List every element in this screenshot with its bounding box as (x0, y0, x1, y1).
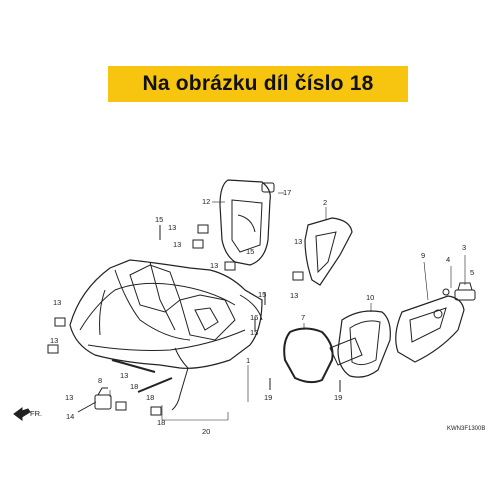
clip-part-16 (261, 182, 275, 193)
callout-17: 18 (157, 418, 165, 427)
callout-19-a: 19 (264, 393, 272, 402)
callout-18-a: 18 (130, 382, 138, 391)
callout-15: 16 (250, 313, 258, 322)
callout-1: 1 (246, 356, 250, 365)
callout-12-j: 13 (65, 393, 73, 402)
callout-12-d: 13 (294, 237, 302, 246)
callout-13: 14 (66, 412, 74, 421)
direction-label: FR. (30, 409, 42, 418)
callout-12-a: 13 (168, 223, 176, 232)
garnish-part-2 (304, 217, 353, 286)
callout-20: 20 (202, 427, 210, 436)
front-direction-arrow (13, 407, 31, 421)
lock-part-3 (442, 282, 476, 301)
callout-18-b: 18 (146, 393, 154, 402)
callout-10: 10 (366, 293, 374, 302)
frame-part-10 (329, 310, 391, 378)
callout-12-b: 13 (173, 240, 181, 249)
right-cover-part-9 (395, 295, 465, 363)
callout-19-b: 19 (334, 393, 342, 402)
leader-lines (109, 192, 466, 421)
lid-part-8 (219, 179, 271, 266)
callout-12-e: 13 (290, 291, 298, 300)
seal-part-7 (283, 327, 334, 384)
callout-12-c: 13 (210, 261, 218, 270)
callout-2: 2 (323, 198, 327, 207)
banner-text: Na obrázku díl číslo 18 (142, 72, 374, 95)
inner-cover-part-20 (69, 259, 263, 411)
latch-part-11 (77, 387, 112, 413)
callout-12-i: 13 (120, 371, 128, 380)
diagram-code: KWN3F1300B (447, 426, 485, 432)
callout-3: 3 (462, 243, 466, 252)
rod-part-18 (111, 359, 156, 373)
callout-14-a: 15 (155, 215, 163, 224)
callout-16: 17 (283, 188, 291, 197)
callout-14-b: 15 (246, 247, 254, 256)
screw-parts (159, 225, 341, 392)
callout-5: 5 (470, 268, 474, 277)
clip-parts-12 (47, 224, 304, 416)
callout-4: 4 (446, 255, 450, 264)
callout-14-c: 15 (258, 290, 266, 299)
callout-12-h: 13 (50, 336, 58, 345)
callout-12-f: 13 (250, 328, 258, 337)
callout-labels: 12 17 2 15 13 13 15 13 13 13 3 4 5 9 10 … (30, 188, 485, 436)
callout-12-g: 13 (53, 298, 61, 307)
rod-part-17 (137, 377, 173, 393)
callout-9: 9 (421, 251, 425, 260)
callout-7: 7 (301, 313, 305, 322)
callout-8: 12 (202, 197, 210, 206)
part-number-banner: Na obrázku díl číslo 18 (108, 66, 408, 102)
callout-11: 8 (98, 376, 102, 385)
